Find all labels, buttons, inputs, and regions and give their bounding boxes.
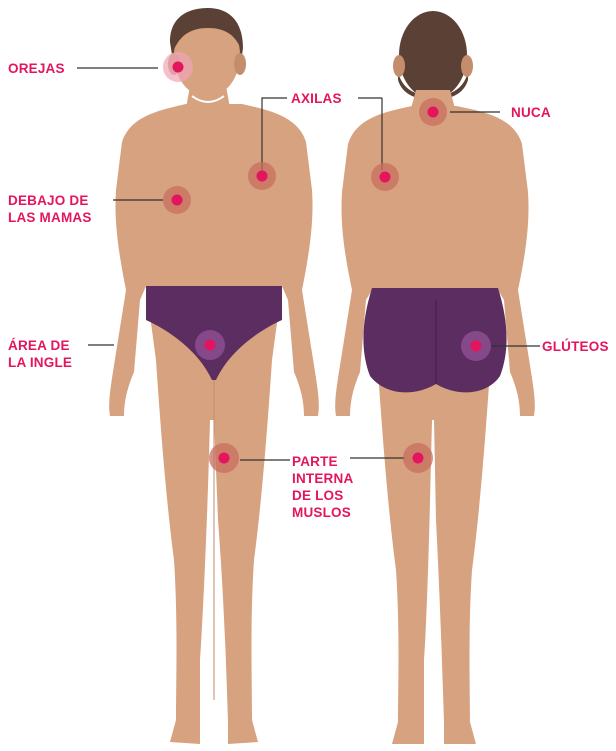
- label-axilas: AXILAS: [291, 90, 342, 107]
- label-parte-interna-de-los-muslos: PARTE INTERNA DE LOS MUSLOS: [292, 453, 353, 521]
- front-ear-right: [234, 53, 246, 75]
- marker-muslo-front: [209, 443, 239, 473]
- marker-axilas-front: [248, 162, 276, 190]
- back-head: [399, 11, 467, 99]
- label-orejas: OREJAS: [8, 60, 65, 77]
- label-nuca: NUCA: [511, 104, 551, 121]
- marker-debajo-mamas: [163, 186, 191, 214]
- marker-area-ingle: [195, 330, 225, 360]
- marker-gluteos: [461, 331, 491, 361]
- label-debajo-de-las-mamas: DEBAJO DE LAS MAMAS: [8, 192, 92, 226]
- marker-orejas: [163, 52, 193, 82]
- front-figure: [109, 8, 319, 744]
- marker-muslo-back: [403, 443, 433, 473]
- label-gluteos: GLÚTEOS: [542, 338, 609, 355]
- label-area-de-la-ingle: ÁREA DE LA INGLE: [8, 337, 72, 371]
- marker-axilas-back: [371, 163, 399, 191]
- marker-nuca: [419, 98, 447, 126]
